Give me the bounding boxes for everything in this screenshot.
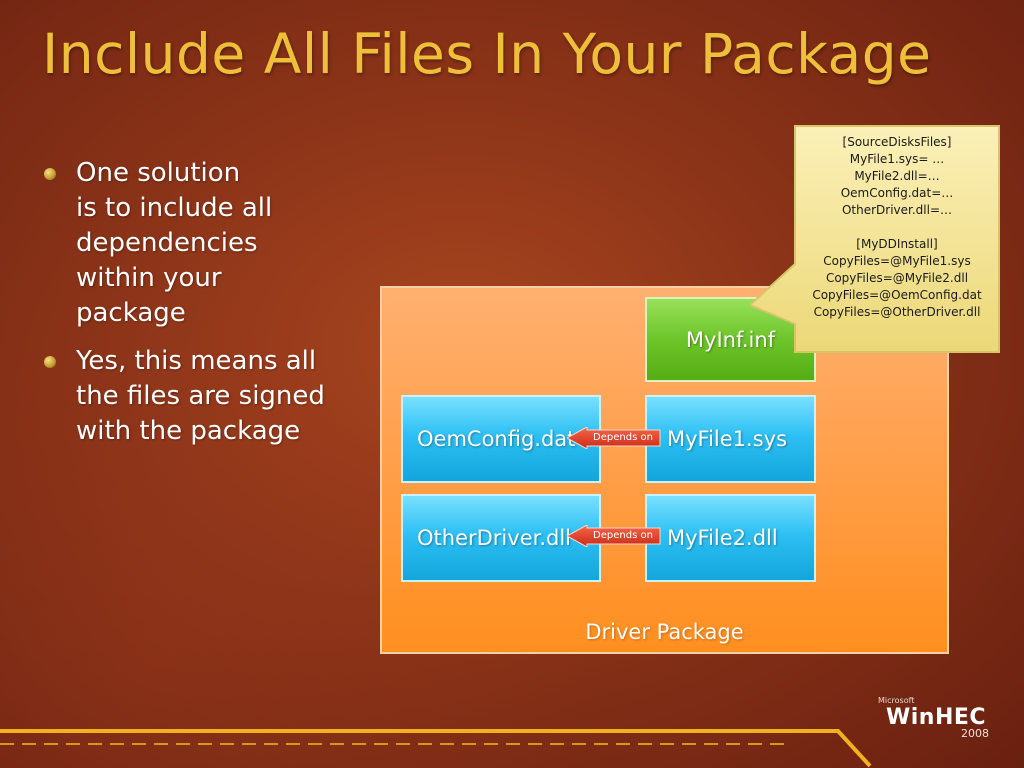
logo-year: 2008: [961, 727, 989, 740]
bullet-dot-icon: [44, 168, 56, 180]
callout-line: CopyFiles=@MyFile1.sys: [823, 254, 971, 268]
callout-text: [SourceDisksFiles] MyFile1.sys= … MyFile…: [795, 134, 999, 321]
logo-winhec: WinHEC: [886, 705, 987, 730]
bullet-line: with the package: [76, 416, 301, 446]
myfile2-box: MyFile2.dll: [645, 494, 816, 582]
bullet-line: package: [76, 298, 186, 328]
bullet-line: Yes, this means all: [76, 346, 317, 376]
bullet-line: One solution: [76, 158, 241, 188]
left-arrow-icon: [567, 427, 661, 449]
bullet-line: dependencies: [76, 228, 258, 258]
otherdriver-box: OtherDriver.dll: [401, 494, 601, 582]
arrow-label: Depends on: [593, 432, 653, 443]
slide-title: Include All Files In Your Package: [42, 22, 932, 86]
oemconfig-box: OemConfig.dat: [401, 395, 601, 483]
callout-line: [SourceDisksFiles]: [842, 135, 952, 149]
bullet-line: is to include all: [76, 193, 273, 223]
arrow-label: Depends on: [593, 530, 653, 541]
bullet-item: Yes, this means all the files are signed…: [44, 344, 374, 449]
package-label: Driver Package: [585, 620, 744, 644]
bullet-dot-icon: [44, 356, 56, 368]
logo-microsoft: Microsoft: [878, 696, 915, 705]
callout-line: MyFile1.sys= …: [849, 152, 945, 166]
callout-bubble-icon: [750, 125, 1000, 353]
myfile1-box: MyFile1.sys: [645, 395, 816, 483]
left-arrow-icon: [567, 525, 661, 547]
callout-line: OtherDriver.dll=…: [841, 203, 953, 217]
callout-line: CopyFiles=@OtherDriver.dll: [813, 305, 981, 319]
callout-line: OemConfig.dat=…: [840, 186, 954, 200]
bullet-item: One solution is to include all dependenc…: [44, 156, 374, 331]
inf-callout: [SourceDisksFiles] MyFile1.sys= … MyFile…: [750, 124, 1002, 356]
bullet-line: the files are signed: [76, 381, 325, 411]
callout-line: MyFile2.dll=…: [854, 169, 940, 183]
callout-line: CopyFiles=@OemConfig.dat: [812, 288, 982, 302]
callout-line: [MyDDInstall]: [856, 237, 938, 251]
callout-line: CopyFiles=@MyFile2.dll: [825, 271, 969, 285]
bullet-list: One solution is to include all dependenc…: [44, 156, 374, 462]
winhec-logo: Microsoft WinHEC 2008: [876, 696, 996, 746]
depends-on-arrow: Depends on: [567, 525, 661, 547]
depends-on-arrow: Depends on: [567, 427, 661, 449]
bullet-line: within your: [76, 263, 222, 293]
